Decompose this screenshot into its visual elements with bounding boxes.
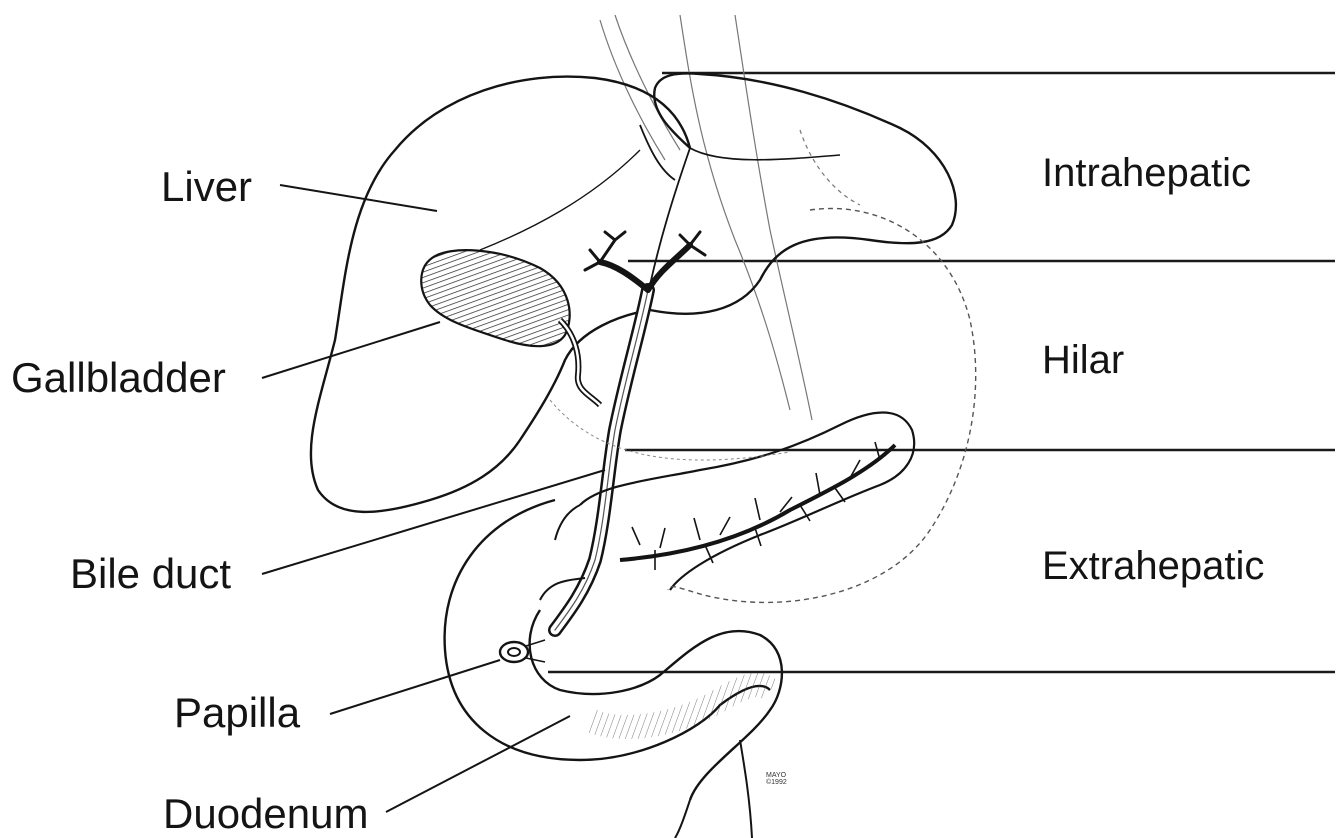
duodenum-leader [386, 716, 570, 812]
zone-hilar-label: Hilar [1042, 340, 1124, 380]
liver-leader [280, 185, 437, 211]
duodenum-label: Duodenum [163, 793, 368, 835]
liver-outline [311, 73, 956, 511]
gallbladder-leader [262, 322, 440, 378]
papilla [500, 640, 545, 662]
liver-label: Liver [161, 166, 252, 208]
gallbladder-shape [421, 250, 600, 405]
papilla-label: Papilla [174, 692, 300, 734]
zone-extrahepatic-label: Extrahepatic [1042, 546, 1264, 586]
artist-signature: MAYO ©1992 [766, 772, 787, 787]
bile-duct-label: Bile duct [70, 553, 231, 595]
signature-line-2: ©1992 [766, 779, 787, 786]
duodenum [445, 500, 782, 838]
papilla-leader [330, 660, 500, 714]
bile-duct-tree [555, 232, 705, 630]
zone-intrahepatic-label: Intrahepatic [1042, 153, 1251, 193]
bile-duct-leader [262, 470, 605, 574]
gallbladder-label: Gallbladder [11, 357, 226, 399]
